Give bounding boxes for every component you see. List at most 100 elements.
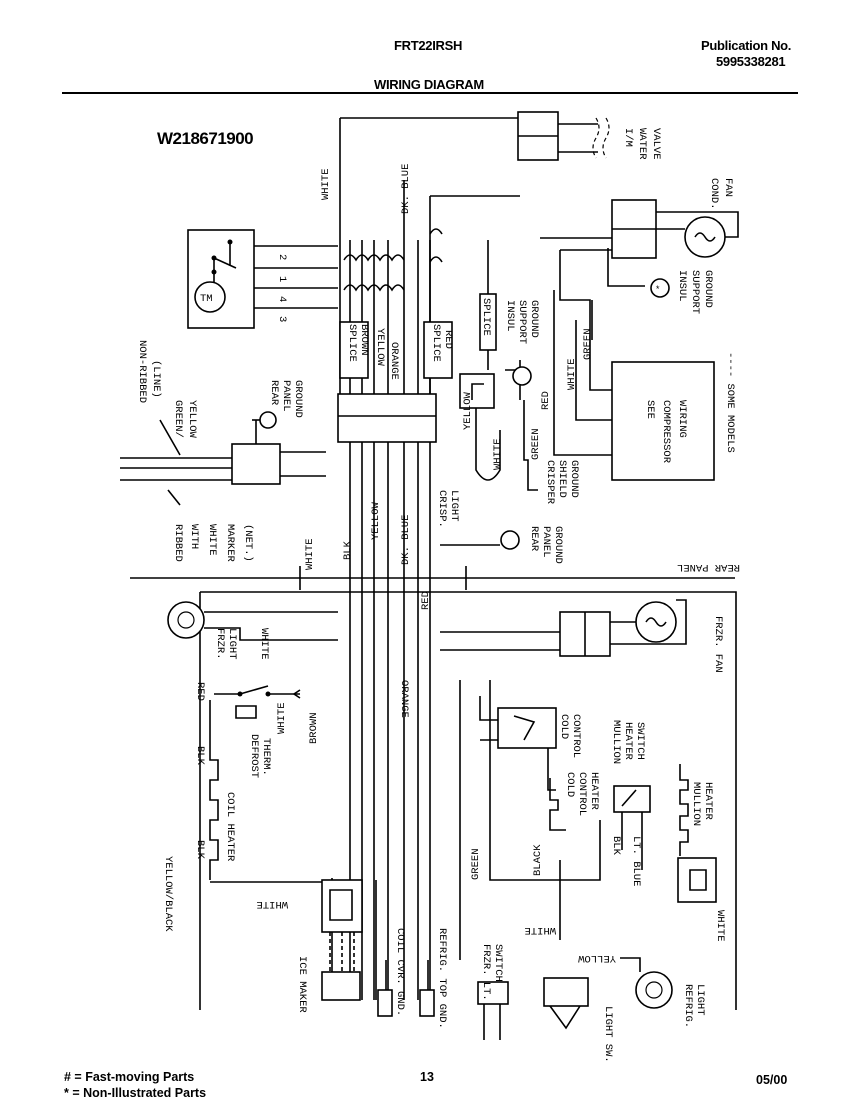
rear-ground-left <box>259 411 277 429</box>
light-sw-label: LIGHT SW. <box>602 1006 614 1063</box>
svg-text:SPLICE: SPLICE <box>430 324 442 362</box>
wire-dkblue-top: DK. BLUE <box>400 164 412 214</box>
crisper-light <box>459 373 501 481</box>
light-switch <box>543 977 589 1030</box>
wire-red-frzr: RED <box>420 591 432 610</box>
frzr-fan-label: FRZR. FAN <box>712 616 724 673</box>
cold-control <box>479 696 557 791</box>
wire-red-defrost: RED <box>194 682 206 701</box>
svg-text:RED: RED <box>442 330 454 349</box>
water-valve-label-1: I/M <box>622 128 634 147</box>
cold-control-label-1: COLD <box>558 714 570 739</box>
svg-text:SPLICE: SPLICE <box>346 324 358 362</box>
rear-panel-label: REAR PANEL <box>677 561 740 573</box>
wire-white-b: WHITE <box>566 358 578 390</box>
wire-yellow-crisp: YELLOW <box>462 391 474 430</box>
wire-yellow-lower: YELLOW <box>577 952 616 964</box>
cond-fan-label-1: COND. <box>708 178 720 210</box>
green-yellow-label-1: GREEN/ <box>172 400 184 438</box>
publication-label: Publication No. <box>701 38 792 53</box>
refrig-light <box>620 957 673 1009</box>
splice-brown: SPLICE BROWN <box>339 321 370 379</box>
green-yellow-label-2: YELLOW <box>186 400 198 439</box>
wire-white-lower: WHITE <box>524 924 556 936</box>
insul-label-r2: SUPPORT <box>689 270 701 314</box>
splice-red: SPLICE RED <box>423 321 454 379</box>
compressor-label-2: COMPRESSOR <box>660 400 672 464</box>
cc-heater-label-2: CONTROL <box>576 772 588 816</box>
wire-orange-cold: ORANGE <box>398 680 410 718</box>
wire-white-top: WHITE <box>320 168 332 200</box>
wire-white-crisp: WHITE <box>492 438 504 470</box>
water-valve <box>517 111 610 161</box>
wire-yellow-black: YELLOW/BLACK <box>162 856 174 932</box>
insul-label-r1: INSUL <box>676 270 688 302</box>
wire-blk-heater-a: BLK <box>194 746 206 766</box>
svg-text:*: * <box>655 285 660 295</box>
some-models-label: ---- SOME MODELS <box>724 352 736 453</box>
water-valve-label-2: WATER <box>636 128 648 160</box>
wire-white-frzr: WHITE <box>258 628 270 660</box>
ribbed-label-1: RIBBED <box>172 524 184 562</box>
svg-text:SPLICE: SPLICE <box>480 298 492 336</box>
crisp-light-label-1: CRISP. <box>436 490 448 528</box>
footer-date: 05/00 <box>756 1073 788 1087</box>
crisper-label-1: CRISPER <box>544 460 556 505</box>
wire-orange-a: ORANGE <box>388 342 400 380</box>
rear-ground-r3: GROUND <box>552 526 564 564</box>
wire-blk-heater-b: BLK <box>194 840 206 860</box>
legend-non-illustrated: * = Non-Illustrated Parts <box>64 1086 207 1100</box>
wire-white-heater: WHITE <box>256 898 288 910</box>
ribbed-label-3: WHITE <box>206 524 218 556</box>
wire-white-rear: WHITE <box>304 538 316 570</box>
wire-white-defrost: WHITE <box>276 702 288 734</box>
wire-blk-rear: BLK <box>342 540 354 560</box>
frzr-lt-switch-label-2: SWITCH <box>492 944 504 982</box>
insul-label-c1: INSUL <box>504 300 516 332</box>
wire-green-b: GREEN <box>582 328 594 360</box>
freezer-light <box>167 601 338 641</box>
crisper-shield-wire <box>523 400 538 491</box>
cc-heater-label-1: COLD <box>564 772 576 797</box>
compressor-label-3: WIRING <box>676 400 688 438</box>
frzr-light-label-2: LIGHT <box>226 628 238 660</box>
diagram-number: W218671900 <box>157 129 253 148</box>
cold-control-heater <box>549 778 566 831</box>
svg-text:BROWN: BROWN <box>358 324 370 356</box>
compressor-label-1: SEE <box>644 400 656 419</box>
refrig-top-gnd <box>419 989 435 1017</box>
mh-switch-label-3: SWITCH <box>634 722 646 760</box>
mullion-connector <box>677 857 717 903</box>
crisp-light-label-2: LIGHT <box>448 490 460 522</box>
defrost-label-1: DEFROST <box>248 734 260 778</box>
crisper-label-3: GROUND <box>568 460 580 498</box>
condenser-fan <box>540 199 739 259</box>
ribbed-label-2: WITH <box>188 524 200 549</box>
tm-label: TM <box>200 293 213 305</box>
rear-ground-l3: GROUND <box>292 380 304 418</box>
insul-support-ground-right: * <box>607 248 670 298</box>
publication-number: 5995338281 <box>716 54 786 69</box>
insul-label-r3: GROUND <box>702 270 714 308</box>
wire-blk-mullion: BLK <box>610 836 622 856</box>
legend-fast-moving: # = Fast-moving Parts <box>64 1070 195 1084</box>
refrig-light-label-1: REFRIG. <box>682 984 694 1028</box>
wire-yellow-rear: YELLOW <box>370 501 382 540</box>
insul-label-c3: GROUND <box>528 300 540 338</box>
mullion-heater-label-1: MULLION <box>690 782 702 826</box>
coil-heater-label: COIL HEATER <box>224 792 236 862</box>
mh-switch-label-2: HEATER <box>622 722 634 761</box>
splice-right: SPLICE <box>479 293 497 351</box>
insul-label-c2: SUPPORT <box>516 300 528 344</box>
non-ribbed-label-1: NON-RIBBED <box>136 340 148 403</box>
wire-green-crisper: GREEN <box>530 428 542 460</box>
page-number: 13 <box>420 1070 434 1084</box>
coil-cvr-gnd-label: COIL CVR. GND. <box>394 928 406 1016</box>
wire-ltblue: LT. BLUE <box>630 836 642 886</box>
freezer-fan <box>440 599 687 657</box>
defrost-label-2: THERM. <box>260 738 272 776</box>
non-ribbed-label-2: (LINE) <box>150 360 162 398</box>
refrig-top-gnd-label: REFRIG. TOP GND. <box>436 928 448 1029</box>
compressor-wiring-box <box>611 361 715 481</box>
cold-control-label-2: CONTROL <box>570 714 582 758</box>
